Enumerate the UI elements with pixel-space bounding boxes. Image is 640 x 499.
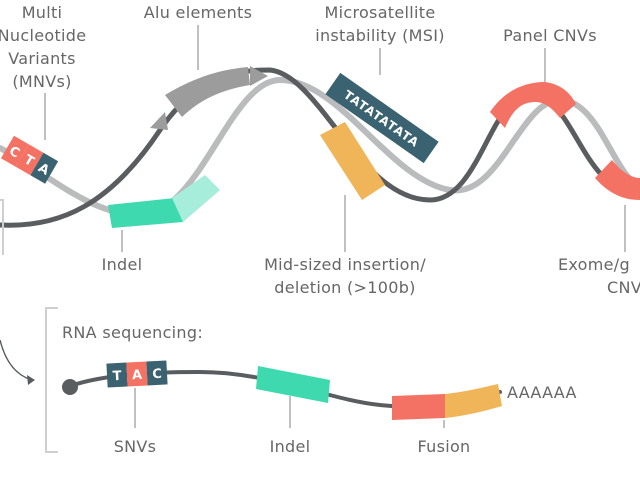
dna-indel-main xyxy=(108,198,183,228)
alu-arrow xyxy=(150,66,268,130)
label-msi-line1: Microsatellite xyxy=(325,3,436,22)
rna-indel-block xyxy=(256,366,330,403)
rna-base-a-text: A xyxy=(132,368,143,384)
msi-rect xyxy=(325,72,439,164)
alu-small-arrowhead xyxy=(150,112,168,130)
rna-base-t xyxy=(106,362,128,388)
mnv-base-a xyxy=(30,152,59,184)
rna-leader-lines xyxy=(134,388,445,428)
dna-indel-block xyxy=(108,175,220,228)
rna-title: RNA sequencing: xyxy=(62,323,203,342)
alu-arrow-head xyxy=(250,66,268,86)
label-exome-line1: Exome/g xyxy=(558,255,630,274)
label-alu-elements: Alu elements xyxy=(144,3,253,22)
leader-lines xyxy=(44,25,626,252)
exome-cnv-block xyxy=(595,160,640,200)
dna-indel-light xyxy=(172,175,220,222)
mnv-block: C T A xyxy=(0,135,59,184)
rna-label-fusion: Fusion xyxy=(418,437,471,456)
label-dna-indel: Indel xyxy=(102,255,143,274)
curved-arrow-head xyxy=(27,375,35,385)
rna-5prime-cap xyxy=(62,379,78,395)
rna-base-c xyxy=(146,360,168,386)
label-panel-cnvs: Panel CNVs xyxy=(503,26,597,45)
alu-arrow-body xyxy=(165,67,250,117)
label-mid-sized-line1: Mid-sized insertion/ xyxy=(264,255,426,274)
label-mnv-line3: Variants xyxy=(8,49,76,68)
rna-fusion-amber xyxy=(445,384,502,418)
mnv-base-c xyxy=(0,135,29,167)
rna-snv-block: T A C xyxy=(106,360,168,388)
label-msi-line2: instability (MSI) xyxy=(315,26,445,45)
panel-cnv-block xyxy=(490,82,576,128)
label-exome-line2: CNV xyxy=(607,278,640,297)
rna-fusion-coral xyxy=(392,394,445,420)
label-mnv-line1: Multi xyxy=(22,3,63,22)
mid-sized-insertion-block xyxy=(320,122,385,200)
rna-bracket xyxy=(45,307,58,453)
rna-label-snvs: SNVs xyxy=(114,437,157,456)
left-bracket-stub xyxy=(0,199,4,255)
rna-label-indel: Indel xyxy=(270,437,311,456)
rna-fusion-block xyxy=(392,384,502,420)
label-mnv-line2: Nucleotide xyxy=(0,26,86,45)
rna-poly-a: AAAAAA xyxy=(507,383,577,402)
label-mid-sized-line2: deletion (>100b) xyxy=(274,278,415,297)
rna-base-t-text: T xyxy=(112,369,122,384)
rna-base-c-text: C xyxy=(152,367,162,382)
label-mnv-line4: (MNVs) xyxy=(12,72,71,91)
rna-base-a xyxy=(126,361,148,387)
curved-arrow-to-rna xyxy=(0,339,33,381)
mnv-base-t xyxy=(15,144,44,176)
